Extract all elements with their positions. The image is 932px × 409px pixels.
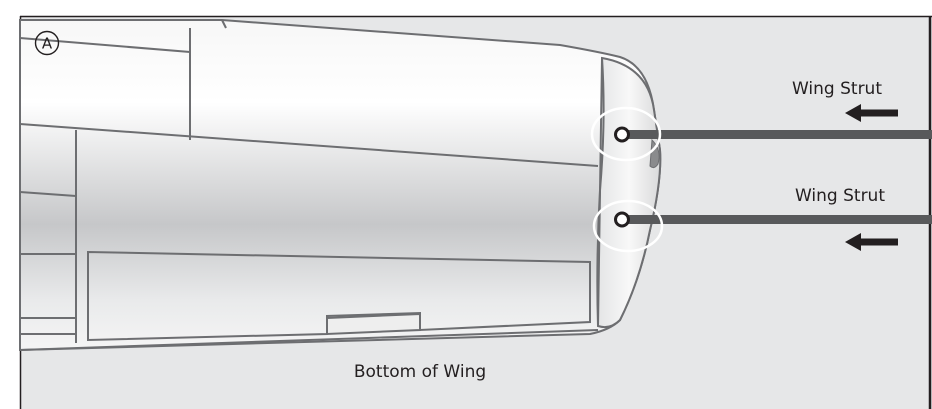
panel-label: A [42,35,53,53]
arrow-left-icon [845,233,898,251]
panel-line [19,37,191,53]
bottom-of-wing-label: Bottom of Wing [354,362,486,382]
wing-strut-lower [592,199,932,253]
wing-tip-seam [596,57,605,327]
panel-label-circle [34,30,60,56]
callout-ring-upper [590,106,662,162]
strut-attach-hole-lower [614,211,630,228]
arrow-left-icon [845,104,898,122]
trailing-edge [19,329,599,351]
wing-body [19,19,662,352]
panel-line [19,123,599,167]
wing-tip-fairing [596,56,662,329]
strut-rod-lower [620,215,932,224]
callout-ring-lower [592,199,664,253]
strut-rod-upper [620,130,932,139]
wing-strut-upper [590,106,932,162]
wing-bottom-view [19,19,662,352]
servo-hatch [326,312,421,336]
panel-line [221,19,227,29]
panel-line [19,191,77,197]
wing-strut-label-lower: Wing Strut [795,186,885,206]
strut-attach-hole-upper [614,126,630,143]
wing-strut-label-upper: Wing Strut [792,79,882,99]
